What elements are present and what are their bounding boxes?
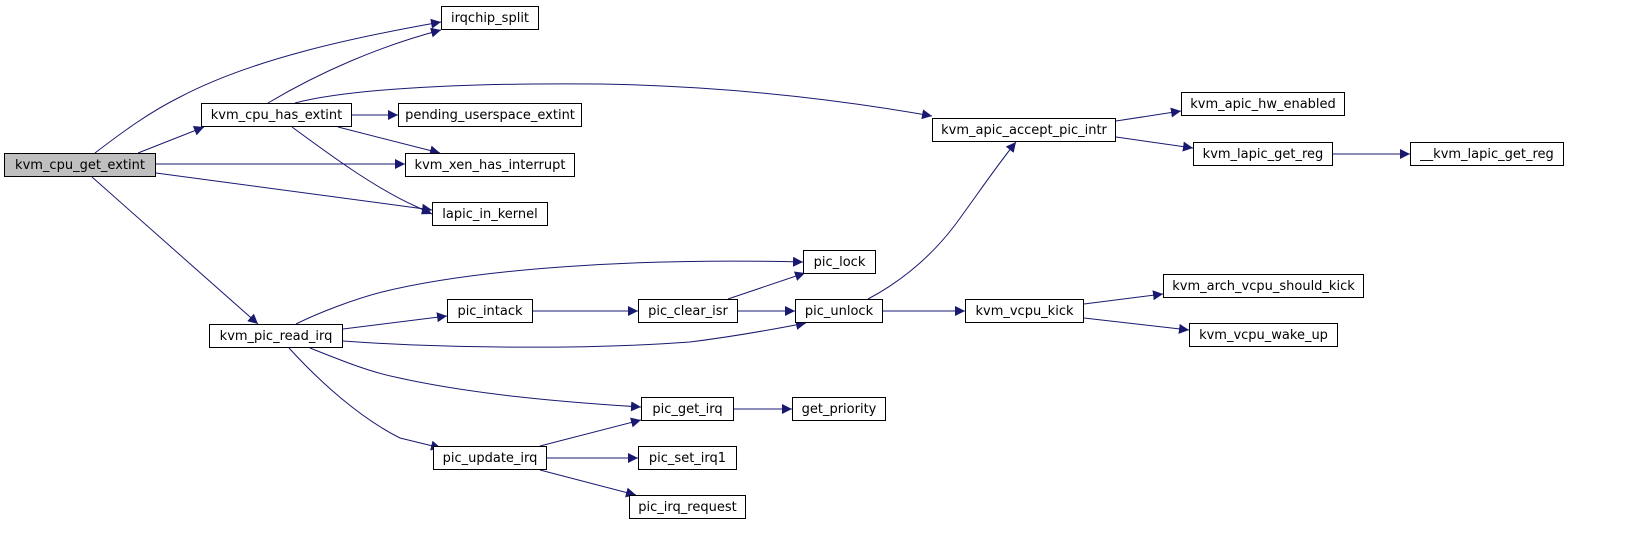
edge-kvm-vcpu-kick-to-kvm-arch-vcpu-should-kick bbox=[1083, 290, 1164, 305]
node-pic-update-irq[interactable]: pic_update_irq bbox=[433, 446, 547, 470]
edge-kvm-pic-read-irq-to-pic-get-irq bbox=[309, 347, 642, 412]
node-irqchip-split[interactable]: irqchip_split bbox=[441, 6, 539, 30]
edge-kvm-pic-read-irq-to-pic-intack bbox=[342, 312, 448, 330]
node-kvm-apic-hw-enabled[interactable]: kvm_apic_hw_enabled bbox=[1181, 92, 1345, 116]
edge-kvm-cpu-get-extint-to-irqchip-split bbox=[94, 18, 442, 154]
node-pic-get-irq[interactable]: pic_get_irq bbox=[641, 397, 734, 421]
node-pic-clear-isr[interactable]: pic_clear_isr bbox=[638, 299, 738, 323]
edge-kvm-cpu-get-extint-to-kvm-cpu-has-extint bbox=[137, 126, 205, 154]
node-pic-unlock[interactable]: pic_unlock bbox=[795, 299, 883, 323]
node-kvm-vcpu-wake-up[interactable]: kvm_vcpu_wake_up bbox=[1189, 323, 1338, 347]
node-kvm-vcpu-kick[interactable]: kvm_vcpu_kick bbox=[965, 299, 1084, 323]
node-kvm-lapic-get-reg[interactable]: kvm_lapic_get_reg bbox=[1193, 142, 1333, 166]
edge-kvm-cpu-get-extint-to-lapic-in-kernel bbox=[155, 172, 433, 214]
node-kvm-apic-accept-pic-intr[interactable]: kvm_apic_accept_pic_intr bbox=[932, 118, 1116, 142]
edge-pic-update-irq-to-pic-get-irq bbox=[539, 417, 642, 447]
node-kvm-cpu-has-extint[interactable]: kvm_cpu_has_extint bbox=[201, 103, 352, 127]
node-kvm-xen-has-interrupt[interactable]: kvm_xen_has_interrupt bbox=[405, 153, 575, 177]
edge-kvm-vcpu-kick-to-kvm-vcpu-wake-up bbox=[1083, 317, 1190, 334]
edge-kvm-pic-read-irq-to-pic-lock bbox=[295, 256, 804, 325]
node-kvm-cpu-get-extint[interactable]: kvm_cpu_get_extint bbox=[4, 153, 156, 177]
edge-kvm-apic-accept-pic-intr-to-kvm-lapic-get-reg bbox=[1115, 136, 1194, 152]
node-pic-set-irq1[interactable]: pic_set_irq1 bbox=[638, 446, 737, 470]
node-lapic-in-kernel[interactable]: lapic_in_kernel bbox=[432, 202, 548, 226]
edge-kvm-cpu-has-extint-to-kvm-xen-has-interrupt bbox=[337, 126, 441, 156]
edge-pic-clear-isr-to-pic-lock bbox=[727, 271, 806, 300]
edge-kvm-pic-read-irq-to-pic-unlock bbox=[342, 320, 807, 348]
node-kvm-arch-vcpu-should-kick[interactable]: kvm_arch_vcpu_should_kick bbox=[1163, 274, 1364, 298]
edge-kvm-apic-accept-pic-intr-to-kvm-apic-hw-enabled bbox=[1115, 107, 1182, 122]
edge-pic-update-irq-to-pic-irq-request bbox=[539, 469, 637, 498]
edge-pic-unlock-to-kvm-apic-accept-pic-intr bbox=[867, 141, 1017, 300]
node-kvm-lapic-get-reg-internal[interactable]: __kvm_lapic_get_reg bbox=[1410, 142, 1564, 166]
edge-kvm-pic-read-irq-to-pic-update-irq bbox=[288, 347, 442, 451]
edge-kvm-cpu-has-extint-to-lapic-in-kernel bbox=[291, 126, 433, 215]
node-get-priority[interactable]: get_priority bbox=[792, 397, 886, 421]
node-pending-userspace-extint[interactable]: pending_userspace_extint bbox=[398, 103, 582, 127]
edge-kvm-cpu-has-extint-to-kvm-apic-accept-pic-intr bbox=[294, 83, 933, 120]
edge-kvm-cpu-has-extint-to-irqchip-split bbox=[267, 27, 442, 104]
node-pic-intack[interactable]: pic_intack bbox=[447, 299, 533, 323]
node-pic-lock[interactable]: pic_lock bbox=[803, 250, 876, 274]
node-kvm-pic-read-irq[interactable]: kvm_pic_read_irq bbox=[209, 324, 343, 348]
edge-kvm-cpu-get-extint-to-kvm-pic-read-irq bbox=[91, 176, 259, 325]
node-pic-irq-request[interactable]: pic_irq_request bbox=[629, 495, 746, 519]
